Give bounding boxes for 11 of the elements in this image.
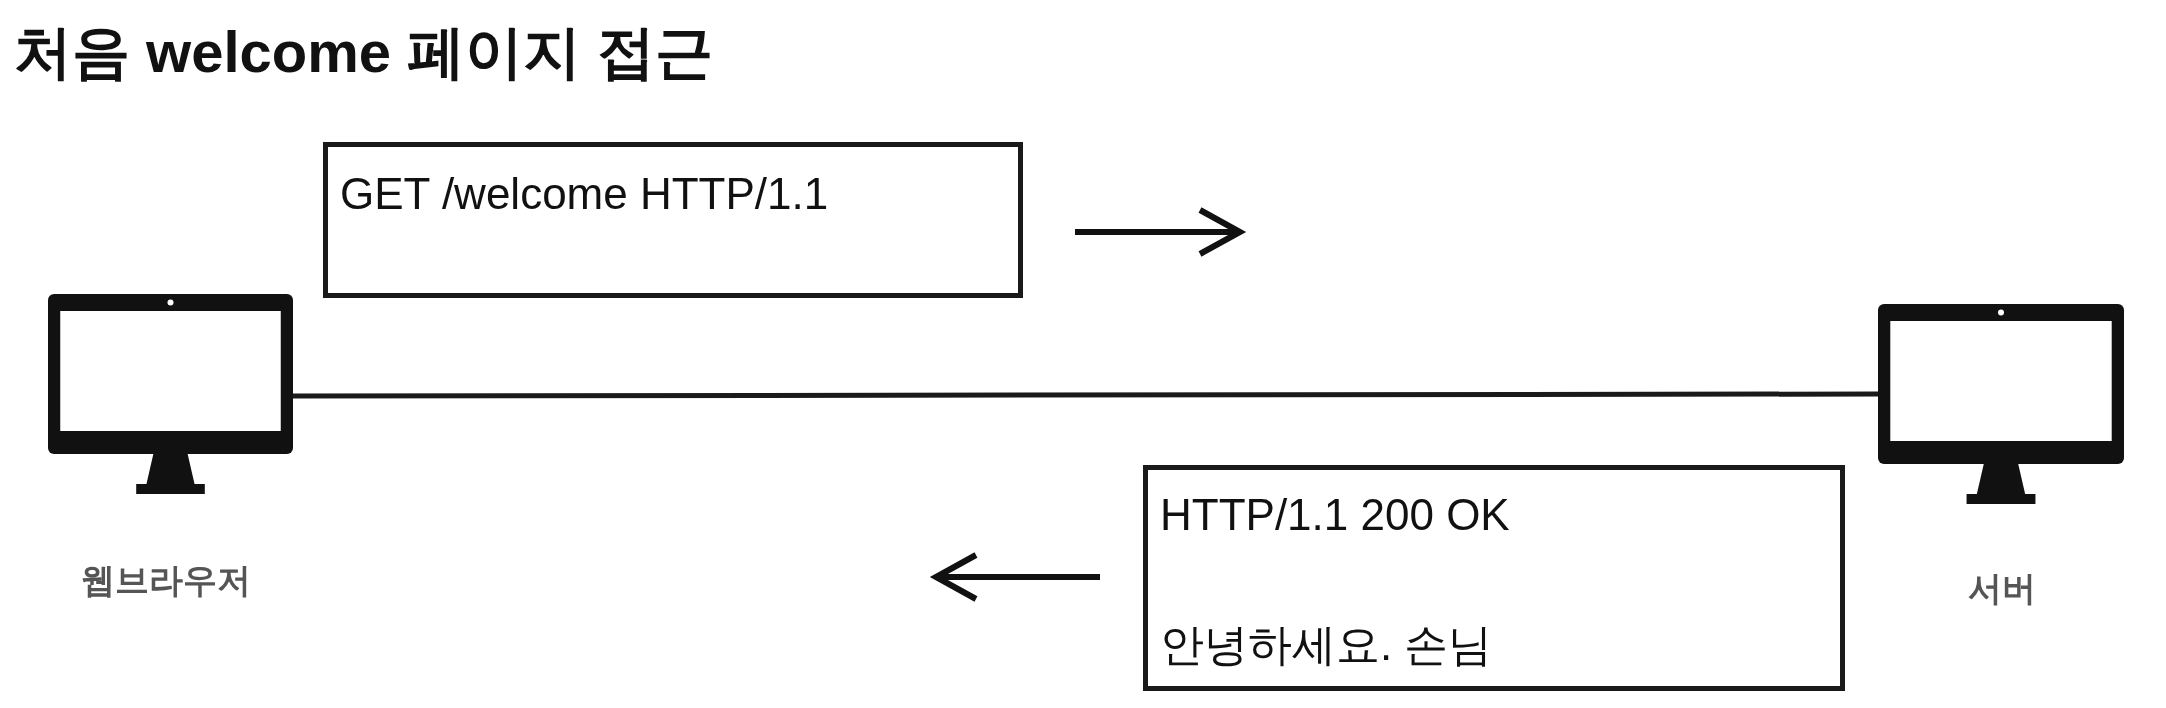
connector-line: [293, 391, 1878, 399]
title: 처음 welcome 페이지 접근: [14, 18, 714, 86]
monitor-icon: [1878, 304, 2124, 504]
message-box: [1143, 465, 1845, 691]
message-text: 안녕하세요. 손님: [1160, 619, 1493, 671]
message-text: GET /welcome HTTP/1.1: [340, 169, 829, 219]
message-box: [323, 142, 1023, 298]
monitor-icon: [48, 294, 293, 494]
message-text: HTTP/1.1 200 OK: [1160, 490, 1510, 540]
device-label: 서버: [1968, 568, 2036, 609]
device-label: 웹브라우저: [81, 560, 251, 601]
